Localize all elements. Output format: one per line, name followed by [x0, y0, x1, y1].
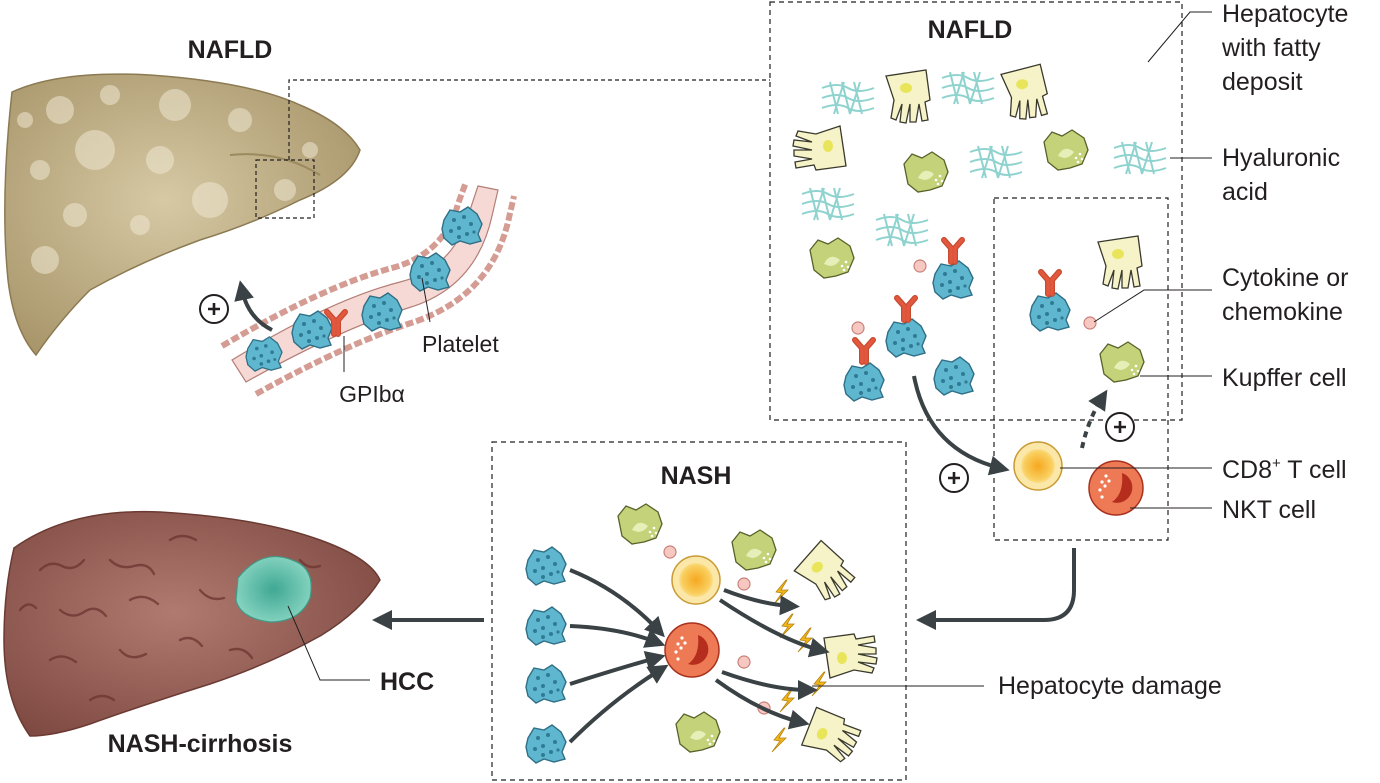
legend-leaders — [1060, 11, 1212, 509]
legend-nkt: NKT cell — [1222, 496, 1316, 524]
platelet-label: Platelet — [422, 331, 499, 357]
legend-hepatocyte-line1: Hepatocyte — [1222, 0, 1348, 28]
nafld-liver — [4, 73, 361, 357]
platelet-leader — [421, 277, 431, 323]
legend-hyaluronic-line1: Hyaluronic — [1222, 144, 1340, 172]
nafld-liver-title: NAFLD — [188, 36, 273, 64]
legend-kupffer: Kupffer cell — [1222, 364, 1347, 392]
legend-cytokine-line2: chemokine — [1222, 298, 1343, 326]
nash-arrows — [568, 568, 830, 744]
gpib-label: GPIbα — [339, 381, 405, 407]
plus-icon — [198, 293, 230, 325]
legend-hyaluronic-line2: acid — [1222, 178, 1268, 206]
cd8-to-kupffer-arrow — [1080, 389, 1108, 449]
zoom-connector — [288, 79, 770, 160]
nash-panel-title: NASH — [661, 462, 732, 490]
legend-hepatocyte-line2: with fatty — [1221, 34, 1321, 62]
platelet-to-cd8-arrow — [912, 375, 1010, 476]
legend-cd8: CD8+ T cell — [1222, 455, 1347, 484]
hcc-leader — [287, 605, 370, 681]
legend-hepatocyte-line3: deposit — [1222, 68, 1303, 96]
nash-panel — [491, 441, 907, 781]
plus-icon — [1104, 411, 1136, 443]
legend-cytokine-line1: Cytokine or — [1222, 264, 1348, 292]
cirrhosis-title: NASH-cirrhosis — [108, 730, 293, 758]
zoom-box — [255, 159, 315, 219]
nafld-panel-title: NAFLD — [928, 16, 1013, 44]
cirrhosis-liver — [3, 510, 381, 737]
nafld-panel — [769, 1, 1183, 421]
immune-to-nash-arrow — [916, 548, 1076, 630]
nash-panel-cells — [525, 503, 878, 770]
immune-subpanel — [993, 197, 1169, 541]
blood-vessel — [220, 180, 517, 397]
hcc-tumor — [235, 556, 312, 623]
vessel-to-liver-arrow — [234, 280, 273, 332]
plus-icon — [938, 462, 970, 494]
hcc-label: HCC — [380, 668, 434, 696]
immune-subpanel-cells — [1013, 235, 1145, 516]
hep-damage-label: Hepatocyte damage — [998, 672, 1222, 700]
